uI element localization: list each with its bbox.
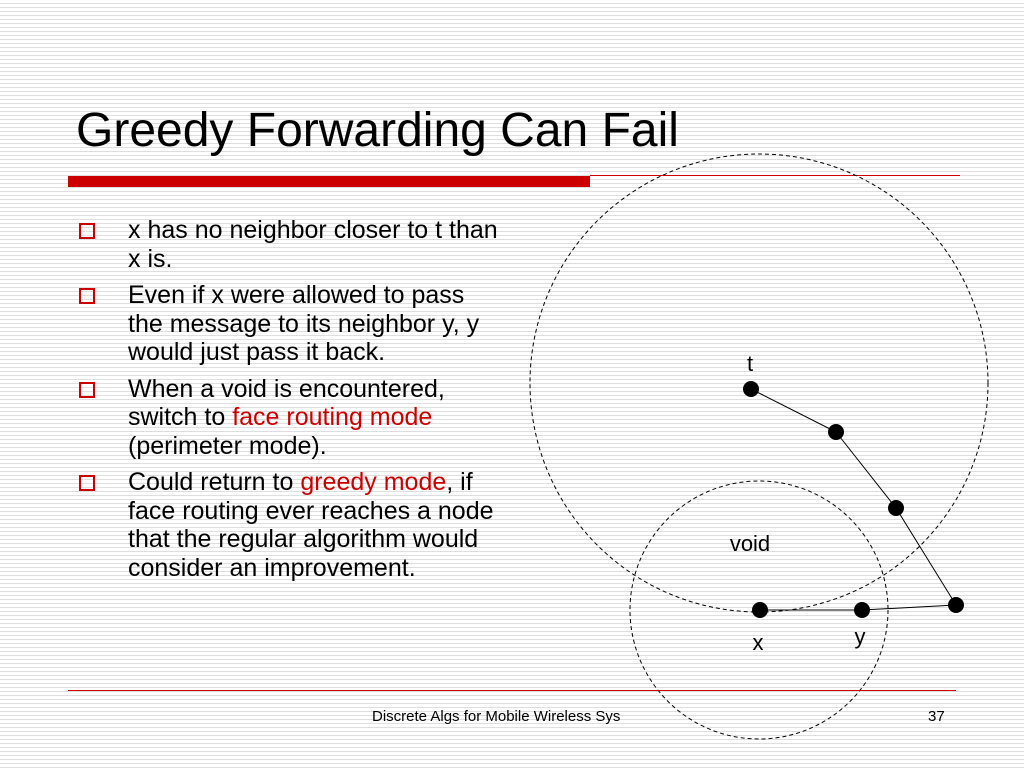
bullet-text-segment: Even if x were allowed to pass the messa… <box>128 281 480 366</box>
bullet-text: When a void is encountered, switch to fa… <box>128 375 498 461</box>
hollow-square-bullet-icon <box>79 381 95 398</box>
bullet-text-segment: (perimeter mode). <box>128 431 327 460</box>
page-number: 37 <box>928 708 945 725</box>
edge-n1-n2 <box>835 431 897 509</box>
node-intermediate-1 <box>828 424 844 440</box>
bullet-text: Could return to greedy mode, if face rou… <box>128 468 498 582</box>
edge-t-n1 <box>750 388 837 433</box>
node-label-x: x <box>753 630 764 655</box>
highlighted-term: face routing mode <box>232 403 433 431</box>
range-circle-x <box>629 480 889 740</box>
node-t <box>743 381 759 397</box>
bullet-item: x has no neighbor closer to t than x is. <box>78 216 498 273</box>
node-intermediate-2 <box>888 500 904 516</box>
bullet-text-segment: , if face routing ever reaches a node th… <box>128 468 494 582</box>
footer-course-title: Discrete Algs for Mobile Wireless Sys <box>372 708 621 725</box>
void-label: void <box>730 531 770 556</box>
node-label-t: t <box>747 351 753 376</box>
title-underline-line <box>590 175 960 176</box>
bullet-text-segment: Could return to <box>128 468 301 496</box>
bullet-text-segment: When a void is encountered, switch to <box>128 374 445 432</box>
bullet-text: x has no neighbor closer to t than x is. <box>128 216 498 273</box>
node-y <box>854 602 870 618</box>
bullet-text: Even if x were allowed to pass the messa… <box>128 281 498 367</box>
hollow-square-bullet-icon <box>79 223 95 239</box>
highlighted-term: greedy mode <box>300 468 447 496</box>
bullet-item: Could return to greedy mode, if face rou… <box>78 468 498 582</box>
slide-title: Greedy Forwarding Can Fail <box>76 104 679 157</box>
bullet-item: Even if x were allowed to pass the messa… <box>78 281 498 367</box>
edge-n3-y <box>861 604 957 611</box>
node-label-y: y <box>855 624 866 649</box>
node-intermediate-3 <box>948 597 964 613</box>
hollow-square-bullet-icon <box>79 288 95 304</box>
hollow-square-bullet-icon <box>79 475 95 491</box>
bullet-item: When a void is encountered, switch to fa… <box>78 375 498 461</box>
edge-n2-n3 <box>895 507 957 606</box>
title-underline-bar <box>68 176 590 187</box>
bullet-list: x has no neighbor closer to t than x is.… <box>78 216 498 590</box>
footer-divider <box>68 690 956 691</box>
bullet-text-segment: x has no neighbor closer to t than x is. <box>128 216 498 273</box>
node-x <box>752 602 768 618</box>
